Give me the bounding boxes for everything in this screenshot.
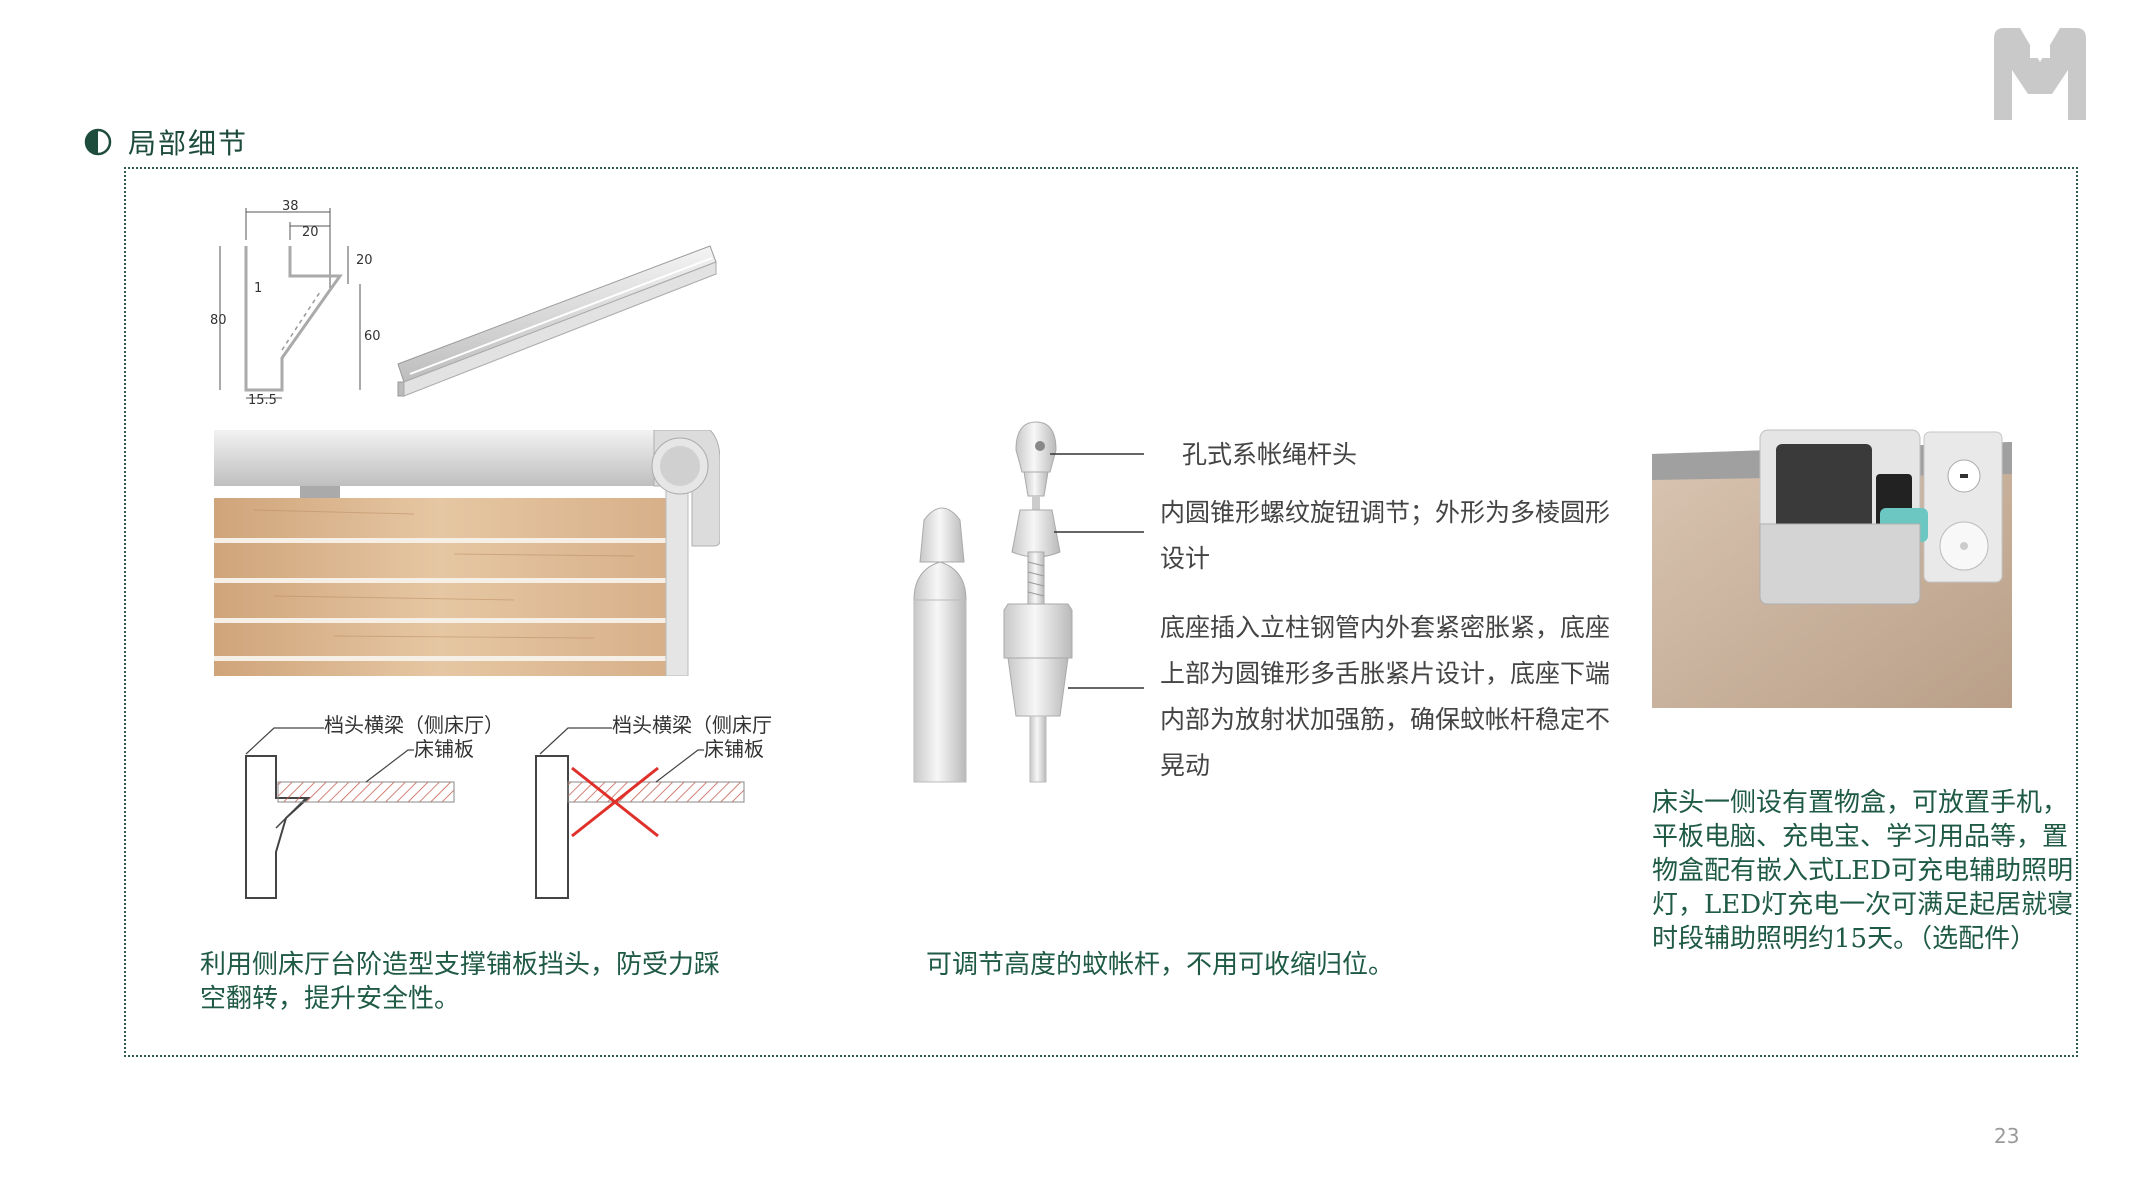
content-frame bbox=[124, 167, 2078, 1057]
dim-20-top: 20 bbox=[302, 225, 319, 240]
right-board-label: 床铺板 bbox=[704, 737, 764, 761]
caption-middle: 可调节高度的蚊帐杆，不用可收缩归位。 bbox=[926, 950, 1395, 980]
left-beam-label: 档头横梁（侧床厅） bbox=[324, 713, 504, 737]
profile-dimension-drawing: 38 20 20 80 60 1 15.5 bbox=[210, 200, 380, 408]
section-diagram-incorrect: 档头横梁（侧床厅 床铺板 bbox=[535, 713, 772, 899]
rail-profile-rendering bbox=[397, 245, 717, 397]
dim-1: 1 bbox=[254, 281, 262, 296]
page-number: 23 bbox=[1994, 1124, 2020, 1148]
headboard-storage-box-photo bbox=[1652, 429, 2012, 708]
dim-60: 60 bbox=[364, 329, 380, 344]
dim-38: 38 bbox=[282, 200, 299, 214]
right-beam-label: 档头横梁（侧床厅 bbox=[612, 713, 772, 737]
dim-80: 80 bbox=[210, 313, 227, 328]
dim-15-5: 15.5 bbox=[248, 393, 277, 408]
bed-frame-photo bbox=[214, 430, 720, 676]
dim-20-right: 20 bbox=[356, 253, 373, 268]
pole-head-label: 孔式系帐绳杆头 bbox=[1182, 440, 1358, 469]
m-logo-icon bbox=[1994, 28, 2086, 120]
caption-right: 床头一侧设有置物盒，可放置手机，平板电脑、充电宝、学习用品等，置物盒配有嵌入式L… bbox=[1652, 788, 2074, 954]
half-circle-icon bbox=[84, 128, 112, 156]
caption-left: 利用侧床厅台阶造型支撑铺板挡头，防受力踩空翻转，提升安全性。 bbox=[200, 950, 721, 1014]
left-board-label: 床铺板 bbox=[414, 737, 474, 761]
mosquito-pole-illustration bbox=[913, 421, 1144, 783]
pole-knob-label: 内圆锥形螺纹旋钮调节；外形为多棱圆形设计 bbox=[1160, 498, 1611, 573]
pole-base-label: 底座插入立柱钢管内外套紧密胀紧，底座上部为圆锥形多舌胀紧片设计，底座下端内部为放… bbox=[1160, 613, 1611, 780]
section-diagram-correct: 档头横梁（侧床厅） 床铺板 bbox=[245, 713, 504, 899]
section-title: 局部细节 bbox=[128, 127, 249, 160]
